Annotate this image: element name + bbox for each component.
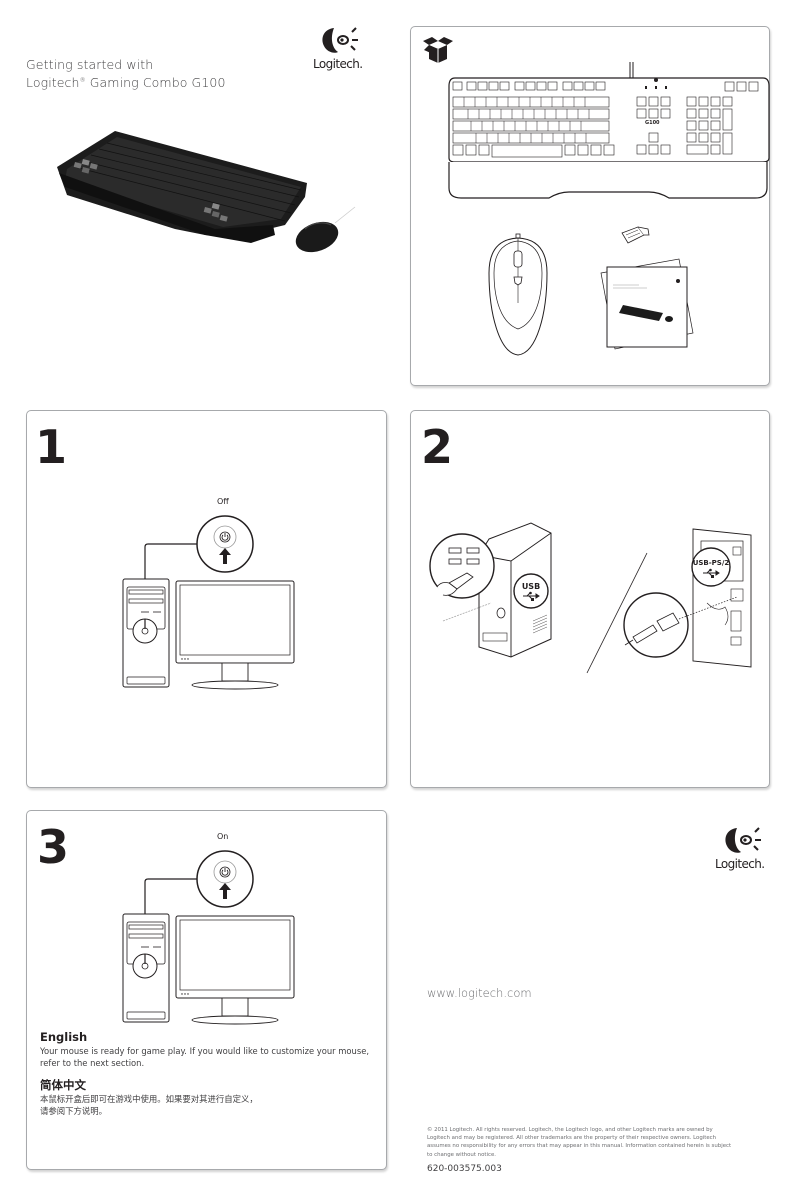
open-box-icon — [423, 37, 453, 63]
power-button-icon — [219, 531, 231, 543]
logitech-eye-icon — [322, 27, 358, 53]
power-state-label: Off — [217, 497, 229, 506]
title-line-2: Logitech® Gaming Combo G100 — [26, 75, 226, 90]
english-heading: English — [40, 1030, 88, 1044]
legal-notice: © 2011 Logitech. All rights reserved. Lo… — [427, 1127, 732, 1158]
english-body: Your mouse is ready for game play. If yo… — [40, 1046, 370, 1068]
logitech-wordmark: Logitech. — [313, 57, 363, 71]
website-link[interactable]: www.logitech.com — [427, 986, 532, 1000]
product-photo — [57, 131, 356, 253]
arrow-up-icon — [219, 548, 231, 564]
keyboard-model-label: G100 — [645, 120, 660, 126]
power-state-label: On — [217, 832, 229, 841]
box-contents-panel: G100 — [410, 26, 770, 386]
arrow-up-icon — [219, 883, 231, 899]
usb-icon — [703, 568, 720, 578]
computer-off-diagram — [122, 515, 295, 690]
chinese-heading: 简体中文 — [40, 1078, 86, 1092]
getting-started-guide-diagram — [600, 258, 694, 350]
chinese-body-line-1: 本鼠标开盒后即可在游戏中使用。如果要对其进行自定义， — [40, 1094, 258, 1104]
power-button-icon — [219, 866, 231, 878]
usb-label: USB — [522, 582, 540, 591]
computer-tower-icon — [122, 578, 170, 688]
step-2-panel: 2 USB — [410, 410, 770, 788]
title-line-1: Getting started with — [26, 57, 154, 72]
usb-icon — [523, 591, 540, 601]
usb-ps2-label: USB-PS/2 — [693, 559, 730, 567]
keyboard-diagram: G100 — [448, 62, 770, 199]
logitech-wordmark: Logitech. — [715, 857, 765, 871]
usb-connection-diagram: USB USB-PS/2 — [429, 522, 752, 674]
ps2-adapter-diagram — [621, 226, 650, 244]
step-3-panel: 3 On English — [26, 810, 387, 1170]
step-number: 1 — [35, 420, 67, 474]
monitor-icon — [175, 915, 295, 1025]
step-number: 2 — [421, 420, 453, 474]
step-number: 3 — [37, 820, 69, 874]
document-title: Getting started with Logitech® Gaming Co… — [26, 57, 226, 91]
step-1-panel: 1 Off — [26, 410, 387, 788]
logitech-eye-icon — [725, 827, 761, 853]
logitech-logo: Logitech. — [310, 26, 380, 76]
chinese-body-line-2: 请参阅下方说明。 — [40, 1106, 107, 1116]
computer-on-diagram — [122, 850, 295, 1025]
monitor-icon — [175, 580, 295, 690]
part-number: 620-003575.003 — [427, 1164, 502, 1174]
mouse-diagram — [488, 233, 548, 356]
computer-tower-icon — [122, 913, 170, 1023]
logitech-logo-footer: Logitech. — [713, 826, 783, 876]
